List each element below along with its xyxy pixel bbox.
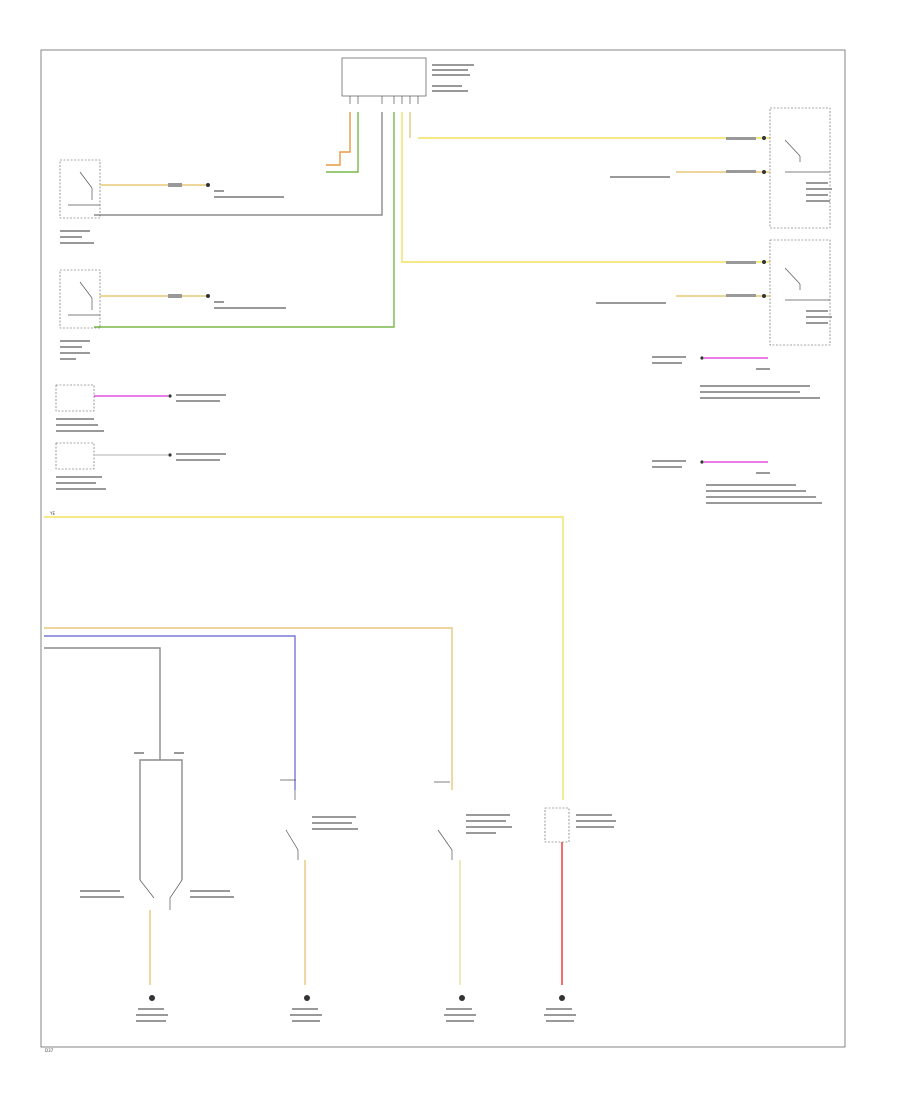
- right-front-door-switch: [610, 107, 832, 229]
- wire-blue-bus: [44, 635, 296, 790]
- bottom-component-2: [280, 779, 358, 1022]
- wire-yellow-mid: [401, 112, 770, 263]
- wire-gray-bus: [44, 647, 183, 880]
- footer-label: D37: [45, 1048, 54, 1053]
- wire-orange: [326, 112, 351, 166]
- right-small-component-2: [652, 460, 822, 504]
- left-front-door-switch: [596, 239, 832, 346]
- left-small-component-2: [55, 442, 226, 490]
- wire-gray-left-door: [94, 112, 383, 216]
- wire-label-ye: YE: [49, 511, 55, 516]
- module-wire-bundle: [94, 112, 770, 328]
- wire-green-long: [94, 112, 395, 328]
- control-module-label: [432, 64, 474, 92]
- right-rear-door-switch: [59, 269, 286, 360]
- wire-yellow-long: [44, 516, 564, 800]
- control-module-box: [341, 57, 427, 97]
- bottom-component-1: [80, 752, 234, 1022]
- left-small-component-1: [55, 384, 226, 432]
- bottom-component-4: [544, 807, 616, 1022]
- right-small-component-1: [652, 356, 820, 399]
- lower-bus-wires: YE: [44, 511, 564, 880]
- wire-tan-bus: [44, 627, 453, 790]
- top-control-module: [341, 57, 474, 104]
- diagram-frame: [40, 49, 846, 1048]
- control-module-pins: [349, 96, 419, 104]
- wire-green-short: [326, 112, 359, 173]
- bottom-component-3: [434, 781, 512, 1022]
- left-rear-door-switch: [59, 159, 284, 244]
